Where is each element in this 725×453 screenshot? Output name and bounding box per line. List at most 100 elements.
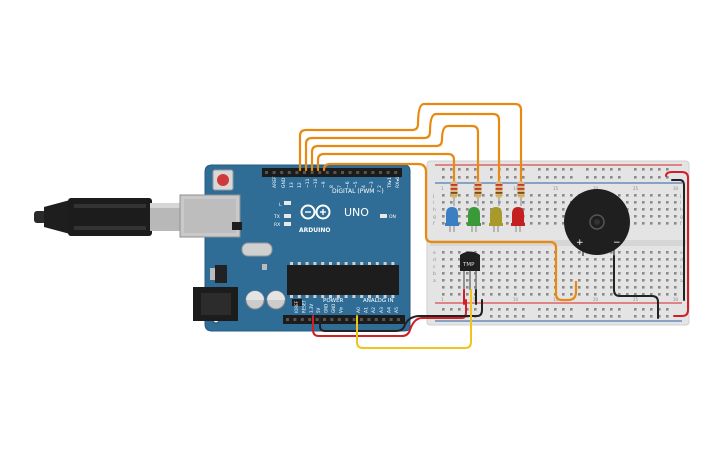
digital-pin-label: 13 (289, 182, 295, 188)
svg-text:ON: ON (389, 214, 396, 220)
led-red[interactable] (511, 207, 525, 232)
svg-text:GND: GND (281, 177, 287, 188)
row-letter: c (680, 265, 683, 270)
svg-text:TX▸1: TX▸1 (387, 177, 393, 189)
column-number: 25 (633, 186, 639, 191)
microcontroller-chip (287, 262, 399, 298)
row-letter: c (433, 265, 436, 270)
piezo-buzzer[interactable]: + − (564, 189, 630, 256)
row-letter: b (433, 271, 436, 277)
digital-pin-label: 2 (377, 185, 383, 188)
column-number: 10 (513, 186, 519, 191)
power-analog-header[interactable] (283, 315, 405, 324)
svg-text:RX: RX (274, 222, 280, 228)
svg-text:RX◂0: RX◂0 (395, 177, 401, 188)
column-number: 20 (593, 186, 599, 191)
digital-pin-label: ~6 (345, 181, 351, 188)
power-pin-label: RESET (301, 300, 306, 313)
row-letter: d (680, 257, 683, 263)
led-blue[interactable] (445, 207, 459, 232)
row-letter: f (680, 221, 682, 227)
analog-pin-label: A3 (379, 307, 385, 313)
analog-header-label: ANALOG IN (363, 298, 394, 304)
digital-pin-label: 7 (337, 185, 343, 188)
sensor-label: TMP (462, 262, 475, 268)
wires[interactable] (298, 102, 689, 349)
orange-wires (298, 102, 578, 302)
row-letter: g (433, 215, 436, 220)
row-letter: d (433, 257, 436, 263)
analog-pin-label: A1 (364, 307, 370, 313)
row-letter: i (433, 200, 434, 206)
svg-text:AREF: AREF (272, 176, 278, 188)
power-pin-label: Vin (338, 306, 343, 313)
analog-pin-label: A0 (356, 307, 362, 313)
analog-pin-label: A5 (394, 307, 400, 313)
row-letter: a (680, 279, 683, 284)
resistor[interactable] (495, 176, 503, 206)
power-pin-label: 3.3V (309, 304, 314, 313)
right-red-jumper (665, 171, 689, 317)
digital-pin-label: ~11 (305, 178, 311, 188)
column-number: 5 (473, 297, 476, 302)
digital-pin-label: ~10 (313, 178, 319, 188)
row-letter: h (680, 207, 683, 213)
svg-text:TX: TX (273, 214, 280, 220)
arduino-logo-icon (300, 204, 331, 220)
row-letter: a (433, 279, 436, 284)
row-letter: h (433, 207, 436, 213)
arduino-board[interactable]: DIGITAL (PWM ~) POWER ANALOG IN UNO ARDU… (179, 164, 411, 332)
yellow-a0-wire (356, 289, 472, 349)
power-pin-label: IOREF (294, 300, 299, 313)
black-gnd-wire (319, 299, 483, 332)
resistors[interactable] (450, 176, 525, 206)
row-letter: e (680, 251, 683, 256)
analog-pin-label: A2 (371, 307, 377, 313)
power-pin-label: GND (331, 304, 336, 313)
power-pin-label: GND (324, 304, 329, 313)
board-brand-label: ARDUINO (299, 227, 330, 234)
row-letter: e (433, 251, 436, 256)
right-black-jumper (671, 179, 685, 301)
reset-button[interactable] (212, 169, 234, 191)
status-leds: L TX RX ON (273, 201, 396, 228)
digital-header-label: DIGITAL (PWM ~) (332, 188, 384, 195)
row-letter: j (432, 193, 434, 199)
column-number: 1 (441, 186, 444, 191)
column-number: 15 (553, 297, 559, 302)
column-number: 20 (593, 297, 599, 302)
temperature-sensor[interactable]: TMP (460, 251, 480, 291)
column-number: 10 (513, 297, 519, 302)
board-model-label: UNO (344, 206, 369, 219)
digital-pin-label: 8 (329, 185, 335, 188)
row-letter: g (680, 215, 683, 220)
usb-cable[interactable] (34, 198, 184, 236)
row-letter: j (679, 193, 681, 199)
power-header-label: POWER (323, 298, 344, 304)
digital-header[interactable] (262, 168, 402, 177)
resistor[interactable] (450, 176, 458, 206)
power-pin-label: 5V (316, 307, 321, 313)
row-letter: i (680, 200, 681, 206)
column-number: 25 (633, 297, 639, 302)
column-number: 30 (673, 297, 679, 302)
leds[interactable] (445, 207, 525, 232)
led-green[interactable] (467, 207, 481, 232)
analog-pin-label: A4 (386, 307, 392, 313)
column-number: 30 (673, 186, 679, 191)
row-letter: b (680, 271, 683, 277)
digital-pin-label: 12 (297, 182, 303, 188)
digital-pin-label: 4 (361, 185, 367, 188)
row-letter: f (433, 221, 435, 227)
buzzer-plus-label: + (576, 238, 584, 248)
red-5v-wire (312, 299, 467, 337)
digital-pin-label: ~9 (321, 181, 327, 188)
led-yellow[interactable] (489, 207, 503, 232)
buzzer-minus-label: − (613, 238, 621, 248)
column-number: 1 (441, 297, 444, 302)
